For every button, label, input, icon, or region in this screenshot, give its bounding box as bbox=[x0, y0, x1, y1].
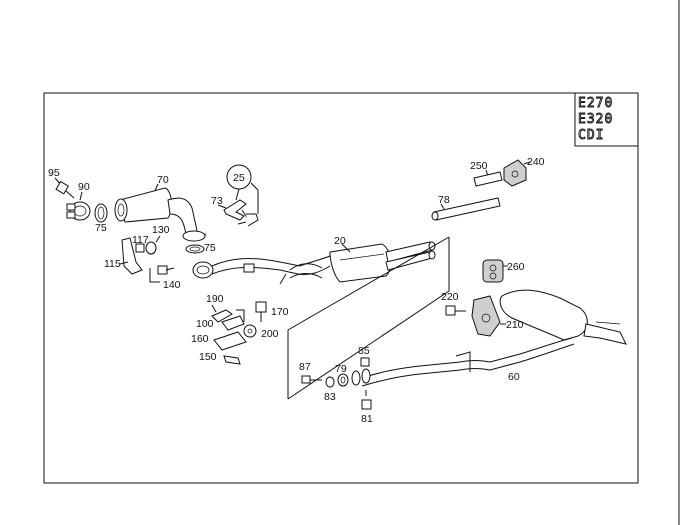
part-label-90: 90 bbox=[78, 181, 90, 193]
front-pipe-20-icon bbox=[192, 241, 436, 285]
washer-83-icon bbox=[325, 376, 335, 388]
part-label-87: 87 bbox=[299, 361, 311, 373]
group-frame-top bbox=[287, 236, 450, 331]
part-label-250: 250 bbox=[470, 160, 488, 172]
part-label-81: 81 bbox=[361, 413, 373, 425]
bolt-220-icon bbox=[445, 305, 466, 316]
diagram-frame bbox=[43, 92, 639, 484]
bolt-87-icon bbox=[301, 375, 322, 384]
mount-260-icon bbox=[482, 259, 508, 283]
part-label-95: 95 bbox=[48, 167, 60, 179]
part-label-150: 150 bbox=[199, 351, 217, 363]
clamp-79-icon bbox=[337, 373, 349, 387]
bolt-95-icon bbox=[54, 177, 75, 199]
part-label-170: 170 bbox=[271, 306, 289, 318]
nut-81-icon bbox=[361, 390, 372, 410]
part-label-200: 200 bbox=[261, 328, 279, 340]
catalytic-converter-70-icon bbox=[114, 183, 207, 242]
part-label-79: 79 bbox=[335, 363, 347, 375]
nut-200-icon bbox=[243, 324, 257, 338]
model-line-2: E320 bbox=[578, 112, 613, 127]
hanger-250-icon bbox=[473, 169, 503, 187]
model-line-3: CDI bbox=[578, 128, 604, 143]
part-label-115: 115 bbox=[104, 258, 121, 270]
part-labels: 95 90 75 70 73 25 250 240 78 117 130 75 … bbox=[48, 156, 545, 425]
part-label-20: 20 bbox=[334, 235, 346, 247]
part-label-73: 73 bbox=[211, 195, 223, 207]
part-label-85: 85 bbox=[358, 345, 370, 357]
part-label-130: 130 bbox=[152, 224, 170, 236]
bracket-100-icon bbox=[221, 309, 245, 331]
clamp-90-icon bbox=[66, 191, 91, 221]
rear-muffler-60-icon bbox=[361, 289, 627, 387]
part-label-70: 70 bbox=[157, 174, 169, 186]
part-label-240: 240 bbox=[527, 156, 545, 168]
bracket-115-icon bbox=[119, 237, 143, 275]
part-label-78: 78 bbox=[438, 194, 450, 206]
mount-240-icon bbox=[503, 159, 531, 187]
sleeve-130-icon bbox=[145, 235, 161, 255]
gasket-75b-icon bbox=[185, 244, 205, 254]
nut-117-icon bbox=[135, 243, 145, 253]
strap-150-icon bbox=[223, 355, 241, 365]
part-label-210: 210 bbox=[506, 319, 524, 331]
pipe-78-icon bbox=[431, 197, 501, 221]
bracket-210-icon bbox=[471, 295, 506, 337]
part-label-83: 83 bbox=[324, 391, 336, 403]
callout-25 bbox=[226, 164, 259, 227]
part-label-75: 75 bbox=[95, 222, 107, 234]
part-label-160: 160 bbox=[191, 333, 209, 345]
part-label-60: 60 bbox=[508, 371, 520, 383]
part-label-25: 25 bbox=[233, 172, 245, 184]
gasket-ring-75-icon bbox=[94, 203, 108, 223]
clamp-160-icon bbox=[213, 331, 247, 351]
part-label-260: 260 bbox=[507, 261, 525, 273]
model-line-1: E270 bbox=[578, 96, 613, 111]
part-label-190: 190 bbox=[206, 293, 224, 305]
model-box: E270 E320 CDI bbox=[574, 93, 638, 147]
group-frame-right bbox=[287, 237, 450, 400]
bracket-73-icon bbox=[217, 199, 251, 223]
bolt-170-icon bbox=[255, 301, 267, 322]
clip-190-icon bbox=[211, 304, 233, 323]
part-label-117: 117 bbox=[132, 234, 149, 246]
connector-85-icon bbox=[351, 357, 371, 386]
part-label-100: 100 bbox=[196, 318, 214, 330]
part-label-220: 220 bbox=[441, 291, 459, 303]
part-label-75b: 75 bbox=[204, 242, 216, 254]
bolt-140-icon bbox=[149, 265, 175, 283]
part-label-140: 140 bbox=[163, 279, 181, 291]
